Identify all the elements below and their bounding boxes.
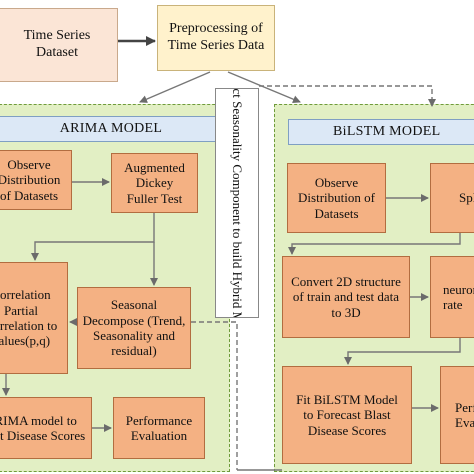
seasonal-decompose-box: Seasonal Decompose (Trend, Seasonality a…: [77, 287, 191, 369]
convert-3d-label: Convert 2D structure of train and test d…: [291, 274, 401, 320]
bilstm-performance-box: Performance Evaluation: [440, 366, 474, 464]
adf-test-box: Augmented Dickey Fuller Test: [111, 153, 198, 213]
preprocessing-box: Preprocessing of Time Series Data: [157, 5, 275, 71]
arima-title: ARIMA MODEL: [59, 120, 163, 136]
convert-3d-box: Convert 2D structure of train and test d…: [282, 256, 410, 338]
bilstm-split-label: Split: [459, 190, 474, 206]
seasonality-extraction-label-box: Extract Seasonality Component to build H…: [215, 88, 259, 318]
seasonal-to-side-label-arrow: [191, 321, 238, 470]
arima-observe-label: Observe Distribution of Datasets: [0, 157, 61, 203]
time-series-dataset-label: Time Series Dataset: [23, 28, 91, 60]
split-to-convert-arrow: [288, 233, 461, 255]
neuron-to-fit-arrow: [344, 338, 461, 365]
correlation-label: Correlation Partial Correlation to value…: [0, 287, 58, 349]
bilstm-observe-label: Observe Distribution of Datasets: [298, 175, 375, 221]
bilstm-split-box: Split: [430, 163, 474, 233]
bilstm-fit-label: Fit BiLSTM Model to Forecast Blast Disea…: [296, 392, 398, 438]
adf-to-acf-arrow: [31, 213, 155, 261]
preprocess-to-arima-arrow: [139, 71, 211, 103]
bilstm-title: BiLSTM MODEL: [333, 123, 441, 139]
adf-test-label: Augmented Dickey Fuller Test: [124, 160, 185, 206]
arima-fit-label: ARIMA model to Blast Disease Scores: [0, 412, 86, 443]
arima-performance-label: Performance Evaluation: [125, 412, 193, 443]
bilstm-performance-label: Performance Evaluation: [455, 399, 474, 430]
side-label-to-bilstm-arrow: [259, 85, 436, 107]
bilstm-header: BiLSTM MODEL: [288, 119, 474, 145]
arima-header: ARIMA MODEL: [0, 116, 226, 142]
preprocess-to-bilstm-arrow: [227, 71, 301, 103]
arima-fit-box: ARIMA model to Blast Disease Scores: [0, 397, 92, 459]
time-series-dataset-box: Time Series Dataset: [0, 8, 118, 82]
bilstm-neuron-box: neuron rate: [430, 256, 474, 338]
arima-performance-box: Performance Evaluation: [113, 397, 205, 459]
seasonal-decompose-label: Seasonal Decompose (Trend, Seasonality a…: [82, 297, 186, 359]
bilstm-fit-box: Fit BiLSTM Model to Forecast Blast Disea…: [282, 366, 412, 464]
bilstm-observe-box: Observe Distribution of Datasets: [287, 163, 386, 233]
preprocessing-label: Preprocessing of Time Series Data: [167, 21, 265, 53]
bilstm-neuron-label: neuron rate: [443, 281, 474, 312]
arima-observe-box: Observe Distribution of Datasets: [0, 150, 72, 210]
correlation-box: Correlation Partial Correlation to value…: [0, 262, 68, 374]
